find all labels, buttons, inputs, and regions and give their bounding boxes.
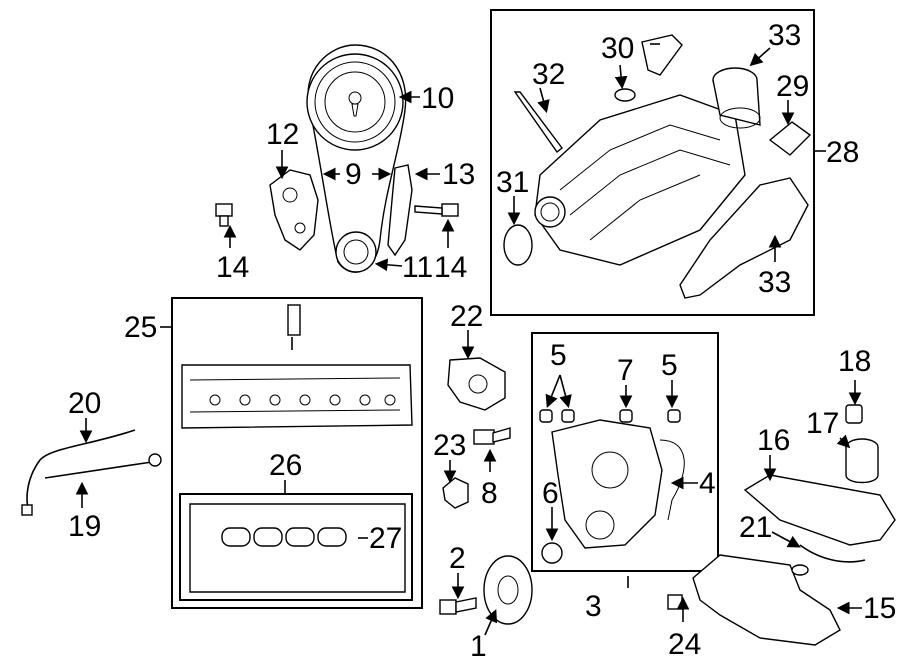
- callout-31: 31: [496, 166, 529, 199]
- front-crank-seal: [541, 542, 563, 564]
- dipstick: [44, 453, 162, 479]
- valve-cover-group-box: [171, 297, 423, 609]
- callout-28: 28: [826, 136, 859, 169]
- dowel-5a: [539, 409, 553, 423]
- crankshaft-damper: [483, 555, 533, 625]
- callout-23: 23: [433, 429, 466, 462]
- valve-cover: [181, 304, 413, 429]
- callout-3: 3: [585, 590, 602, 623]
- callout-2: 2: [449, 542, 466, 575]
- leader-lines: [75, 43, 862, 636]
- callout-17: 17: [806, 407, 839, 440]
- callout-30: 30: [601, 32, 634, 65]
- damper-bolt: [439, 597, 477, 615]
- valve-cover-gasket-box: [179, 493, 413, 601]
- callout-15: 15: [863, 592, 896, 625]
- callout-20: 20: [68, 387, 101, 420]
- callout-5a: 5: [550, 339, 567, 372]
- dowel-5c: [667, 409, 681, 423]
- seal-29: [768, 121, 812, 156]
- throttle-body-gasket: [503, 224, 533, 266]
- callout-18: 18: [838, 345, 871, 378]
- callout-8: 8: [481, 477, 498, 510]
- callout-21: 21: [739, 511, 772, 544]
- lower-oil-pan: [692, 554, 841, 646]
- timing-cover: [551, 419, 685, 549]
- dowel-7: [619, 409, 633, 423]
- callout-22: 22: [450, 300, 483, 333]
- callout-29: 29: [776, 70, 809, 103]
- oil-filler-cap: [442, 477, 469, 509]
- intake-manifold-group-box: [490, 9, 815, 316]
- callout-25: 25: [124, 311, 157, 344]
- intake-sleeve: [712, 67, 761, 129]
- callout-26: 26: [269, 449, 302, 482]
- callout-14-right: 14: [434, 251, 467, 284]
- chain-tensioner: [269, 169, 319, 251]
- callout-4: 4: [699, 467, 716, 500]
- oil-filter: [845, 438, 879, 484]
- timing-cover-group-box: [531, 332, 719, 572]
- callout-32: 32: [532, 58, 565, 91]
- callout-9: 9: [345, 158, 362, 191]
- callout-5b: 5: [661, 349, 678, 382]
- callout-6: 6: [542, 477, 559, 510]
- callout-24: 24: [668, 628, 701, 661]
- callout-12: 12: [266, 118, 299, 151]
- callout-14-left: 14: [216, 251, 249, 284]
- filter-adapter: [845, 404, 863, 424]
- timing-chain-assembly: [306, 44, 407, 273]
- callout-27: 27: [369, 522, 402, 555]
- sensor-gasket: [641, 34, 683, 76]
- callout-7: 7: [617, 354, 634, 387]
- callout-16: 16: [757, 424, 790, 457]
- oil-pump: [447, 357, 506, 411]
- spark-plug-seals: [221, 527, 347, 547]
- callout-33-bottom: 33: [758, 266, 791, 299]
- callout-1: 1: [470, 630, 487, 661]
- bolt-8: [473, 427, 511, 445]
- callout-19: 19: [68, 510, 101, 543]
- callout-numbers: 1 2 3 4 5 5 6 7 8 9 10 11 12 13 14 14 15…: [68, 19, 896, 661]
- valve-cover-gasket: [189, 503, 406, 593]
- upper-oil-pan: [743, 474, 896, 546]
- callout-13: 13: [442, 158, 475, 191]
- intake-manifold: [534, 94, 746, 266]
- drain-plug: [667, 594, 683, 610]
- callout-10: 10: [421, 82, 454, 115]
- oil-pickup-tube: [799, 544, 866, 563]
- o-ring: [614, 88, 636, 102]
- callout-11: 11: [402, 251, 433, 284]
- bolt-14-right: [414, 203, 459, 217]
- callout-33-top: 33: [768, 19, 801, 52]
- dipstick-tube: [21, 429, 136, 516]
- chain-guide: [387, 164, 413, 257]
- intake-baffle: [679, 177, 809, 299]
- bolt-14-left: [215, 203, 233, 227]
- manifold-bolt: [513, 91, 563, 154]
- dowel-5b: [561, 409, 575, 423]
